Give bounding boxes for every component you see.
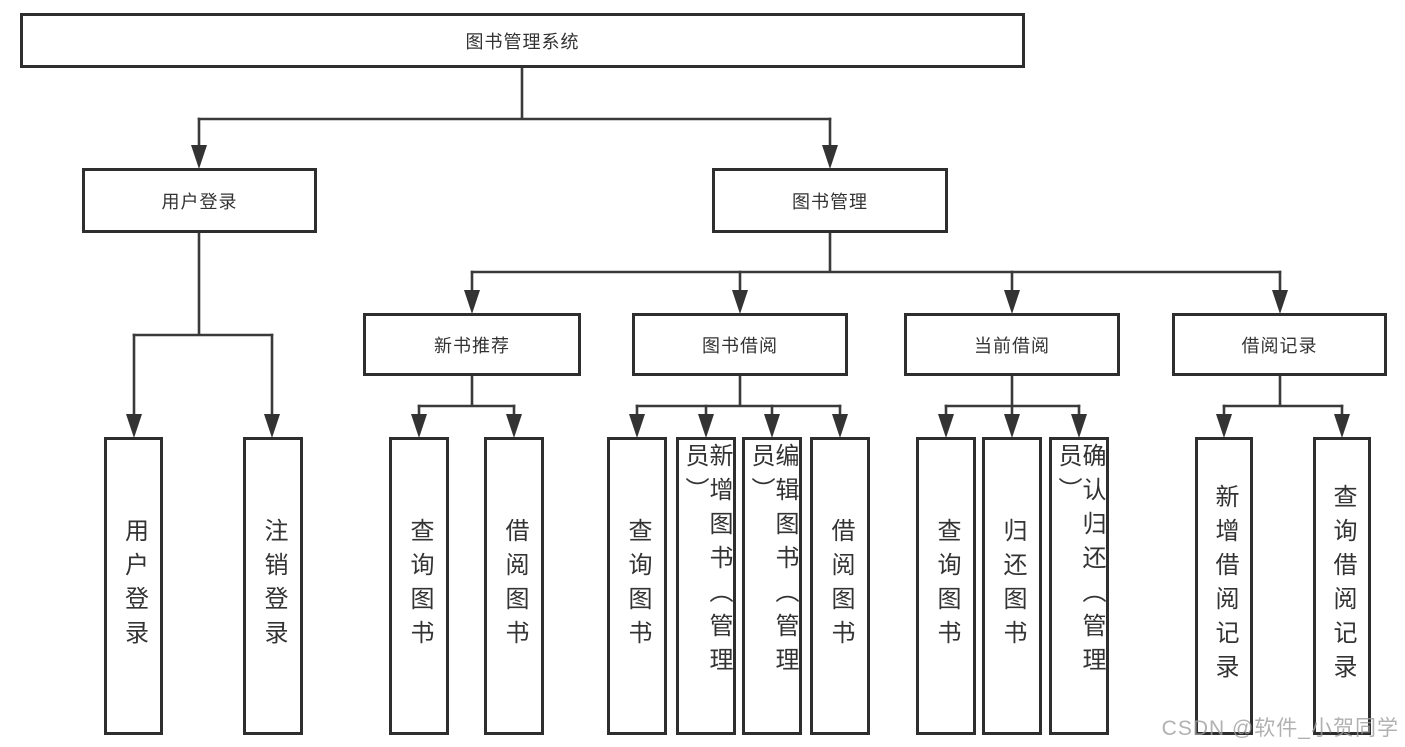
- leaf-recommend-query-books: 查询图书: [389, 437, 449, 735]
- node-new-book-recommend: 新书推荐: [363, 313, 581, 376]
- leaf-user-login: 用户登录: [104, 437, 163, 735]
- node-label: 借阅图书: [827, 518, 854, 654]
- leaf-current-confirm-return-admin: 确认归还（管理员）: [1049, 437, 1109, 735]
- node-label: 查询图书: [933, 518, 960, 654]
- node-label: 查询图书: [406, 518, 433, 654]
- leaf-recommend-borrow-books: 借阅图书: [484, 437, 544, 735]
- node-label: 当前借阅: [974, 335, 1050, 356]
- leaf-current-query-books: 查询图书: [916, 437, 976, 735]
- node-label: 图书借阅: [702, 335, 778, 356]
- node-label: 借阅图书: [501, 518, 528, 654]
- node-label: 借阅记录: [1241, 335, 1318, 356]
- leaf-logout: 注销登录: [243, 437, 303, 735]
- node-borrow-records: 借阅记录: [1172, 313, 1387, 376]
- node-label: 确认归还（管理员）: [1054, 443, 1105, 681]
- node-label: 归还图书: [999, 518, 1026, 654]
- leaf-records-query-record: 查询借阅记录: [1313, 437, 1371, 735]
- leaf-borrow-edit-books-admin: 编辑图书（管理员）: [742, 437, 802, 735]
- node-label: 新书推荐: [434, 335, 510, 356]
- node-user-login: 用户登录: [82, 168, 317, 233]
- node-label: 编辑图书（管理员）: [747, 443, 798, 681]
- node-label: 查询借阅记录: [1329, 484, 1356, 688]
- leaf-borrow-add-books-admin: 新增图书（管理员）: [676, 437, 736, 735]
- node-label: 用户登录: [120, 518, 148, 654]
- node-label: 新增借阅记录: [1211, 484, 1238, 688]
- node-label: 查询图书: [624, 518, 651, 654]
- leaf-current-return-books: 归还图书: [982, 437, 1042, 735]
- node-root: 图书管理系统: [20, 13, 1025, 68]
- leaf-records-add-record: 新增借阅记录: [1195, 437, 1253, 735]
- node-label: 新增图书（管理员）: [681, 443, 732, 681]
- node-label: 用户登录: [161, 191, 238, 212]
- leaf-borrow-query-books: 查询图书: [607, 437, 667, 735]
- node-label: 注销登录: [260, 518, 287, 654]
- node-label: 图书管理: [792, 191, 868, 212]
- node-book-management: 图书管理: [712, 168, 948, 233]
- node-book-borrow: 图书借阅: [632, 313, 848, 376]
- csdn-watermark: CSDN @软件_小贺同学: [1161, 717, 1399, 740]
- node-current-borrow: 当前借阅: [904, 313, 1120, 376]
- node-label: 图书管理系统: [465, 31, 580, 52]
- leaf-borrow-borrow-books: 借阅图书: [810, 437, 870, 735]
